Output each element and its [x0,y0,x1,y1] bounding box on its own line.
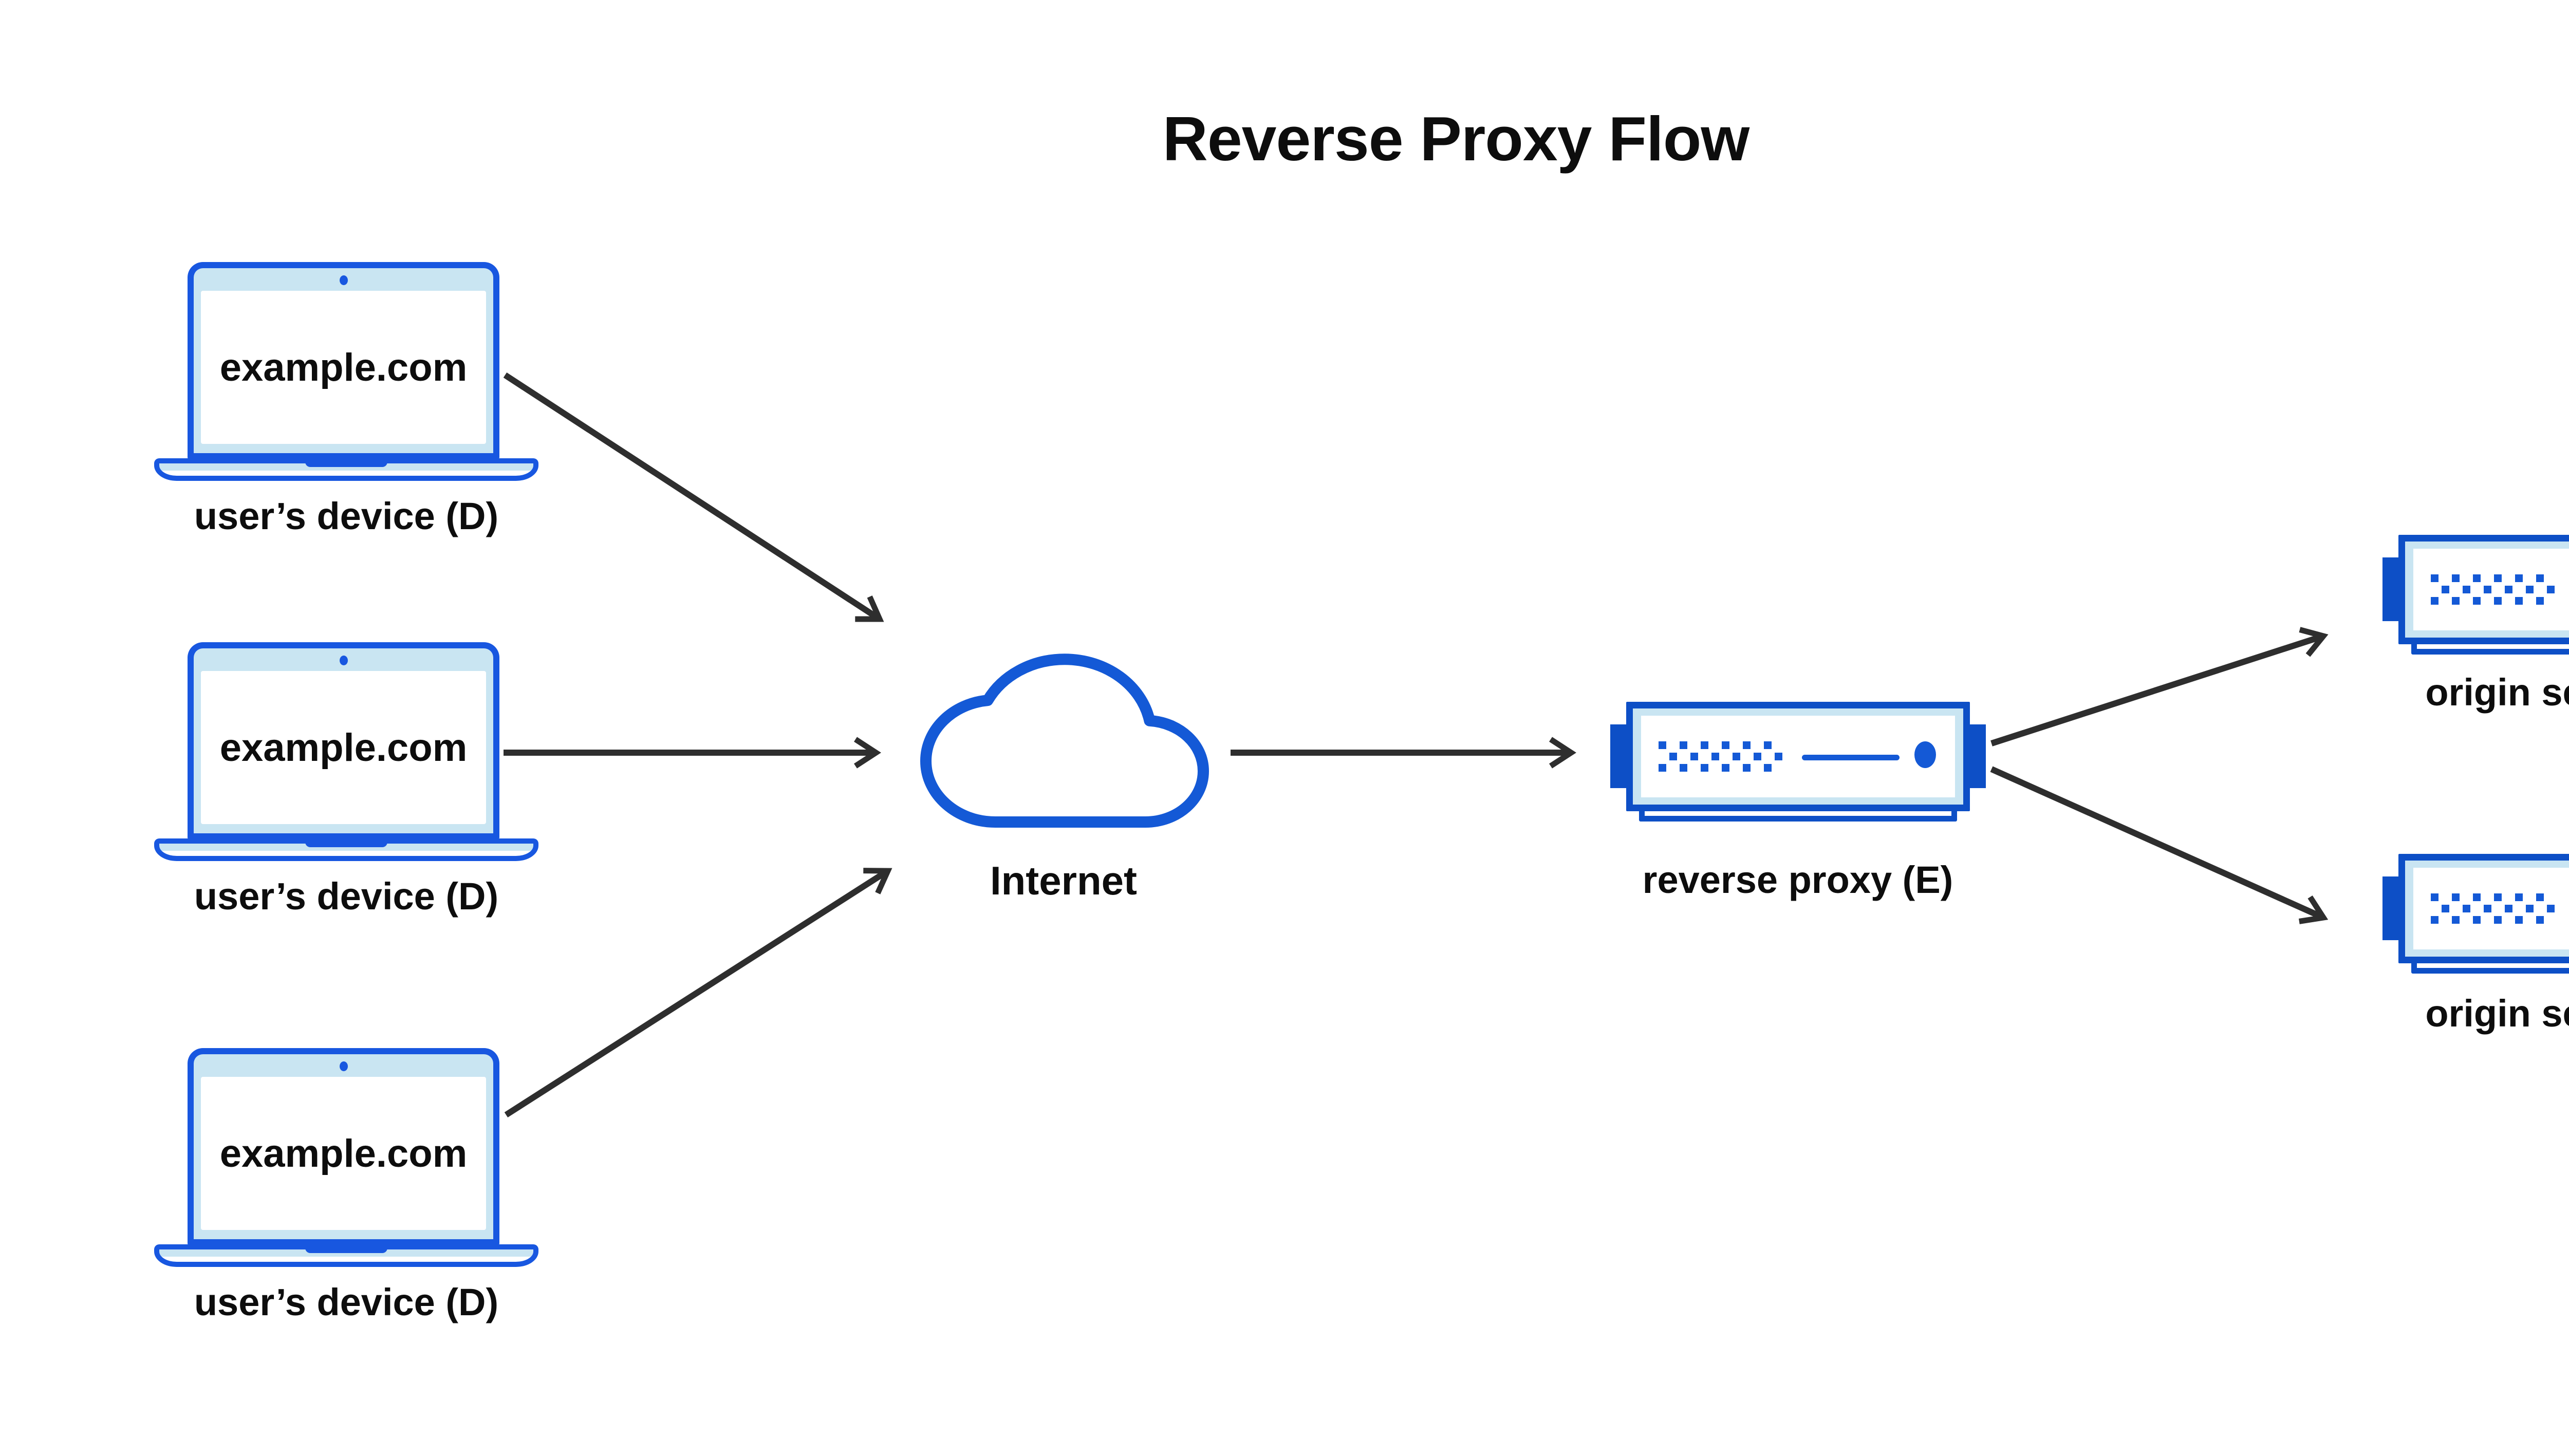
laptop-screen: example.com [201,291,486,444]
node-label-origin-server-2: origin server (F) [2425,992,2569,1035]
camera-icon [339,275,348,285]
laptop-icon: example.com [188,1048,499,1245]
laptop-screen: example.com [201,1077,486,1230]
node-origin-server-2 [2382,854,2569,976]
server-ear-left [2382,557,2398,621]
server-icon [2398,854,2569,963]
server-ear-left [1610,724,1626,788]
node-origin-server-1 [2382,535,2569,657]
node-label-origin-server-1: origin server (F) [2425,671,2569,714]
laptop-hinge [305,458,387,467]
camera-icon [339,1061,348,1071]
arrow-device1-to-internet [503,372,880,619]
screen-url-text: example.com [219,725,468,770]
server-vents-icon [1659,741,1782,775]
server-icon [2398,535,2569,644]
screen-url-text: example.com [219,345,468,389]
arrow-reverse-proxy-to-origin2 [1990,766,2323,918]
screen-url-text: example.com [219,1131,468,1175]
node-label-user-device-1: user’s device (D) [194,495,499,537]
arrow-reverse-proxy-to-origin1 [1990,636,2323,746]
server-vents-icon [2431,574,2555,608]
laptop-hinge [305,1244,387,1253]
server-ear-right [1970,724,1986,788]
node-label-user-device-3: user’s device (D) [194,1281,499,1323]
cloud-icon [920,654,1209,828]
camera-icon [339,656,348,665]
node-user-device-2: example.com [154,642,538,861]
node-user-device-3: example.com [154,1048,538,1267]
node-label-user-device-2: user’s device (D) [194,875,499,918]
node-reverse-proxy [1610,702,1986,824]
node-label-reverse-proxy: reverse proxy (E) [1642,858,1953,901]
laptop-icon: example.com [188,262,499,459]
node-user-device-1: example.com [154,262,538,481]
page-title: Reverse Proxy Flow [1162,104,1750,174]
arrow-device3-to-internet [504,871,888,1118]
server-vents-icon [2431,893,2555,927]
server-led-icon [1914,741,1936,768]
server-ear-left [2382,876,2398,940]
laptop-screen: example.com [201,671,486,824]
server-icon [1626,702,1970,811]
server-slot-line [1802,755,1900,760]
laptop-hinge [305,838,387,847]
laptop-icon: example.com [188,642,499,839]
node-label-internet: Internet [990,858,1138,903]
